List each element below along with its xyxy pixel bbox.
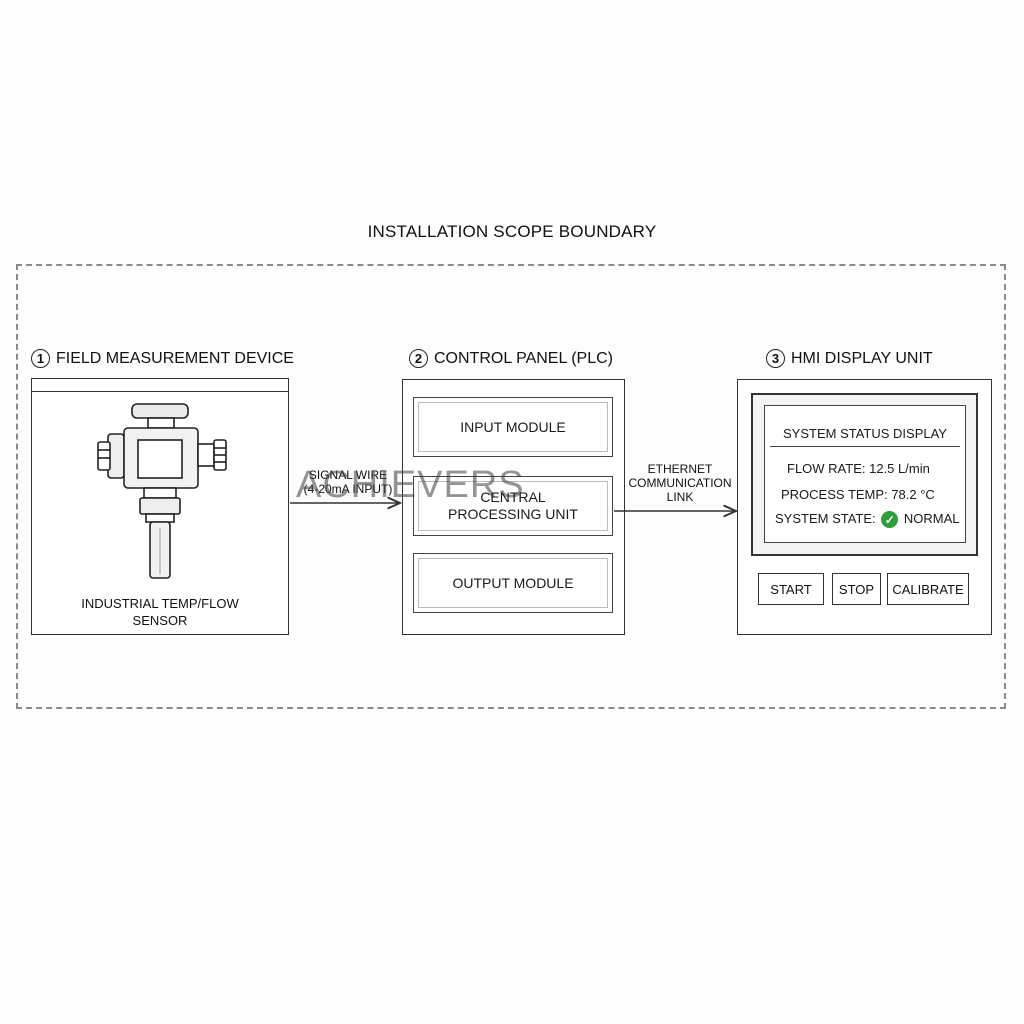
- check-circle-icon: ✓: [881, 511, 899, 529]
- cpu-label-line2: PROCESSING UNIT: [448, 506, 578, 522]
- ethernet-line3: LINK: [666, 490, 694, 504]
- field-device-heading: 1 FIELD MEASUREMENT DEVICE: [31, 349, 294, 368]
- plc-heading: 2 CONTROL PANEL (PLC): [409, 349, 613, 368]
- diagram-title: INSTALLATION SCOPE BOUNDARY: [367, 222, 657, 241]
- screen-title: SYSTEM STATUS DISPLAY: [783, 426, 947, 441]
- calibrate-button[interactable]: CALIBRATE: [887, 573, 969, 605]
- flow-rate-value: 12.5 L/min: [869, 461, 930, 476]
- cpu-module-label: CENTRAL PROCESSING UNIT: [448, 489, 578, 523]
- signal-wire-line1: SIGNAL WIRE: [308, 468, 388, 482]
- hmi-heading: 3 HMI DISPLAY UNIT: [766, 349, 933, 368]
- process-temp-readout: PROCESS TEMP: 78.2 °C: [781, 487, 935, 502]
- flow-rate-label: FLOW RATE:: [787, 461, 866, 476]
- hmi-screen: [764, 405, 966, 543]
- system-state-label: SYSTEM STATE:: [775, 511, 876, 526]
- sensor-panel-header: [31, 378, 289, 391]
- section-number-1: 1: [31, 349, 50, 368]
- output-module-label: OUTPUT MODULE: [452, 574, 574, 591]
- installation-scope-boundary: [16, 264, 1006, 709]
- ethernet-line1: ETHERNET: [647, 462, 713, 476]
- flow-rate-readout: FLOW RATE: 12.5 L/min: [787, 461, 930, 476]
- input-module: INPUT MODULE: [413, 397, 613, 457]
- output-module: OUTPUT MODULE: [413, 553, 613, 613]
- ethernet-line2: COMMUNICATION: [628, 476, 732, 490]
- cpu-label-line1: CENTRAL: [480, 489, 546, 505]
- start-button[interactable]: START: [758, 573, 824, 605]
- section-number-2: 2: [409, 349, 428, 368]
- field-device-title: FIELD MEASUREMENT DEVICE: [56, 349, 294, 367]
- ethernet-link-label: ETHERNET COMMUNICATION LINK: [622, 462, 738, 504]
- process-temp-value: 78.2 °C: [891, 487, 935, 502]
- stop-button[interactable]: STOP: [832, 573, 881, 605]
- sensor-label-line2: SENSOR: [132, 613, 188, 628]
- process-temp-label: PROCESS TEMP:: [781, 487, 888, 502]
- sensor-label: INDUSTRIAL TEMP/FLOW SENSOR: [31, 595, 289, 629]
- screen-divider: [770, 446, 960, 447]
- system-state-readout: SYSTEM STATE: ✓ NORMAL: [775, 511, 960, 529]
- plc-title: CONTROL PANEL (PLC): [434, 349, 613, 367]
- signal-wire-line2: (4-20mA INPUT): [303, 482, 393, 496]
- sensor-label-line1: INDUSTRIAL TEMP/FLOW: [81, 596, 239, 611]
- hmi-title: HMI DISPLAY UNIT: [791, 349, 933, 367]
- cpu-module: CENTRAL PROCESSING UNIT: [413, 476, 613, 536]
- signal-wire-label: SIGNAL WIRE (4-20mA INPUT): [296, 468, 400, 496]
- section-number-3: 3: [766, 349, 785, 368]
- sensor-device-icon: [97, 403, 227, 579]
- system-state-value: NORMAL: [903, 511, 960, 526]
- input-module-label: INPUT MODULE: [460, 418, 566, 435]
